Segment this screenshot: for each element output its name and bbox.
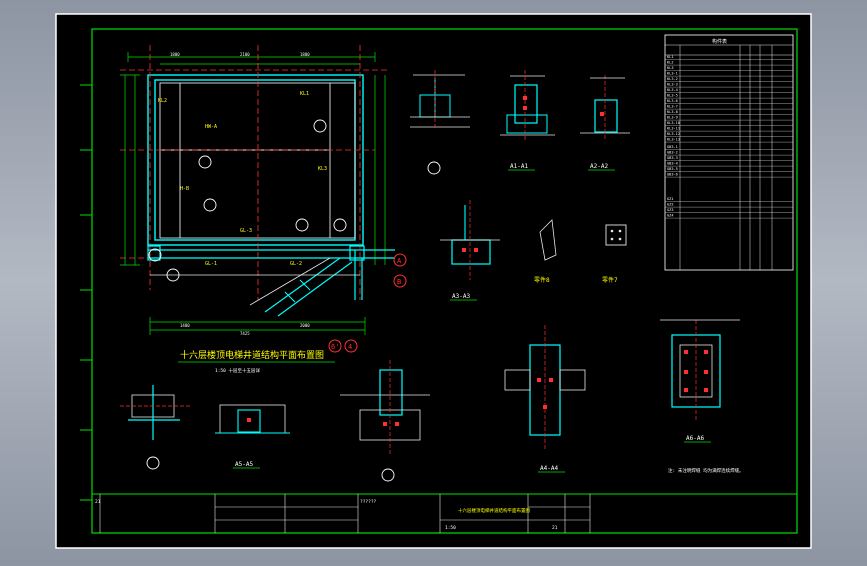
svg-text:GL-3: GL-3 [240,228,252,234]
schedule-row-label: KL1 [667,55,674,59]
svg-text:1800: 1800 [300,52,310,57]
svg-text:GL-1: GL-1 [205,261,217,267]
main-title: 十六层楼顶电梯井道结构平面布置图 [180,349,324,361]
schedule-row-label: KL3-12 [667,132,680,136]
title-block-scale: 1:50 [445,525,456,531]
title-block-sheet-label: 21 [95,499,101,505]
label-a1: A1-A1 [510,163,528,170]
schedule-row-label: GB3-4 [667,162,678,166]
schedule-row-label: KL3-1 [667,72,678,76]
label-a6: A6-A6 [686,435,704,442]
schedule-row-label: GB3-1 [667,145,678,149]
detail-a2: A2-A2 [580,75,630,171]
schedule-row-label: GB3-2 [667,151,678,155]
part-label-7: 零件7 [602,276,618,284]
schedule-row-label: KL3-8 [667,110,678,114]
grid-bubble-4: 4 [348,343,352,351]
schedule-header: 构件表 [712,38,727,45]
schedule-row-label: GB3-3 [667,156,678,160]
detail-a6: A6-A6 [660,319,740,443]
schedule-row-label: KL3-10 [667,121,680,125]
svg-text:H-B: H-B [180,186,189,192]
label-a4: A4-A4 [540,465,558,472]
label-a5: A5-A5 [235,461,253,468]
schedule-row-label: GZ2 [667,203,674,207]
svg-text:2000: 2000 [300,323,310,328]
grid-bubble-a: A [397,257,402,265]
detail-bottom-left [120,385,190,470]
schedule-row-label: GB3-5 [667,167,678,171]
detail-a1: A1-A1 [500,70,555,171]
schedule-row-label: KL3-5 [667,94,678,98]
schedule-row-label: KL3-2 [667,77,678,81]
svg-text:HW-A: HW-A [205,124,217,130]
svg-text:2100: 2100 [240,52,250,57]
title-block-drawing-name: 十六层楼顶电梯井道结构平面布置图 [458,507,530,514]
svg-text:KL3: KL3 [318,166,327,172]
detail-1 [410,70,470,175]
grid-bubble-6: 6' [331,343,339,351]
detail-a3: A3-A3 [440,200,500,301]
label-a3: A3-A3 [452,293,470,300]
detail-column-base [340,360,430,482]
schedule-row-label: KL3-13 [667,138,680,142]
grid-bubble-b: B [397,278,401,286]
label-a2: A2-A2 [590,163,608,170]
schedule-row-label: KL3-9 [667,116,678,120]
title-block: 21 ?????? 十六层楼顶电梯井道结构平面布置图 21 1:50 [91,493,798,534]
schedule-row-label: KL3-7 [667,105,678,109]
detail-a5: A5-A5 [215,404,290,469]
svg-text:1480: 1480 [180,323,190,328]
schedule-row-label: GZ1 [667,197,674,201]
svg-text:KL1: KL1 [300,91,309,97]
schedule-row-label: KL3 [667,66,674,70]
svg-text:1800: 1800 [170,52,180,57]
schedule-row-label: KL3-11 [667,127,680,131]
schedule-row-label: KL2 [667,61,674,65]
drawing-sheet [55,13,812,549]
border-ticks [80,84,92,501]
title-block-sheet-number: 21 [552,525,558,531]
main-subtitle: 1:50 十层至十五层详 [215,367,261,374]
svg-text:KL2: KL2 [158,98,167,104]
part-8: 零件8 [534,219,557,284]
schedule-row-label: KL3-6 [667,99,678,103]
schedule-row-label: GZ3 [667,208,674,212]
schedule-row-label: GB3-6 [667,173,678,177]
title-block-project: ?????? [360,499,377,505]
grid-bubbles: A B 4 6' [328,253,407,353]
main-plan: 1800 2100 1800 [120,45,395,336]
svg-text:GL-2: GL-2 [290,261,302,267]
schedule-row-label: KL3-3 [667,83,678,87]
detail-a4: A4-A4 [504,325,586,473]
part-label-8: 零件8 [534,276,550,284]
part-7: 零件7 [602,224,627,284]
svg-text:7425: 7425 [240,331,250,336]
member-schedule: 构件表 KL1KL2KL3KL3-1KL3-2KL3-3KL3-4KL3-5KL… [664,34,794,271]
schedule-row-label: KL3-4 [667,88,678,92]
schedule-row-label: GZ4 [667,214,674,218]
general-note: 注: 未注明焊缝 均为满焊连续焊缝。 [668,467,744,474]
